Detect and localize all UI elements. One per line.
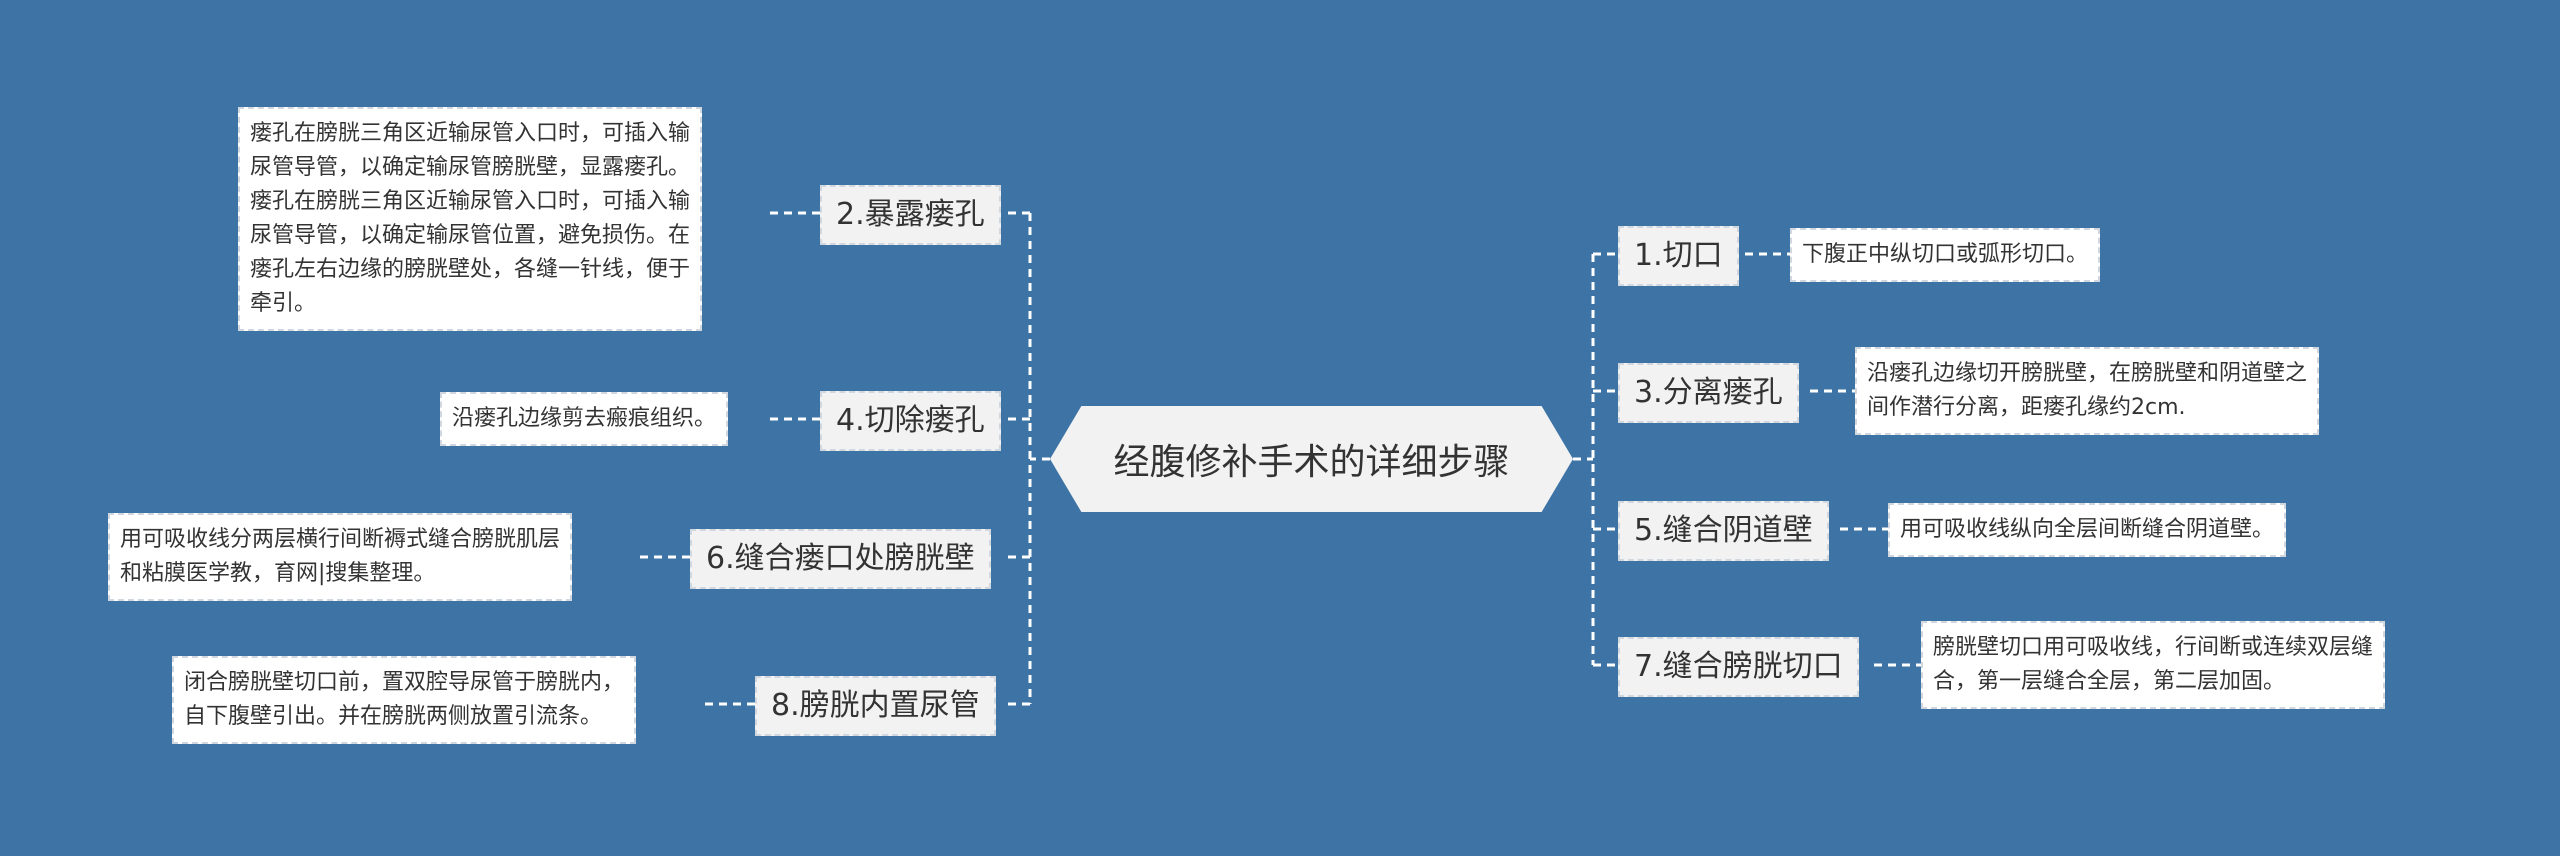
branch-label: 3.分离瘘孔 [1634, 375, 1783, 410]
detail-line: 瘘孔左右边缘的膀胱壁处，各缝一针线，便于 [250, 257, 691, 282]
detail-line: 下腹正中纵切口或弧形切口。 [1802, 242, 2089, 267]
branch-label: 7.缝合膀胱切口 [1634, 649, 1843, 684]
branch-label: 4.切除瘘孔 [836, 403, 985, 438]
branch-label: 2.暴露瘘孔 [836, 197, 985, 232]
detail-line: 尿管导管，以确定输尿管膀胱壁，显露瘘孔。 [250, 155, 691, 180]
branch-node-4[interactable]: 4.切除瘘孔 [820, 391, 1001, 451]
detail-box-1: 下腹正中纵切口或弧形切口。 [1790, 228, 2101, 282]
detail-line: 尿管导管，以确定输尿管位置，避免损伤。在 [250, 223, 691, 248]
branch-node-3[interactable]: 3.分离瘘孔 [1618, 363, 1799, 423]
detail-box-7: 膀胱壁切口用可吸收线，行间断或连续双层缝 合，第一层缝合全层，第二层加固。 [1921, 621, 2386, 709]
detail-line: 瘘孔在膀胱三角区近输尿管入口时，可插入输 [250, 121, 691, 146]
central-topic[interactable]: 经腹修补手术的详细步骤 [1050, 406, 1573, 512]
branch-label: 5.缝合阴道壁 [1634, 513, 1813, 548]
detail-box-6: 用可吸收线分两层横行间断褥式缝合膀胱肌层 和粘膜医学教，育网|搜集整理。 [108, 513, 573, 601]
detail-line: 牵引。 [250, 291, 317, 316]
detail-box-8: 闭合膀胱壁切口前，置双腔导尿管于膀胱内， 自下腹壁引出。并在膀胱两侧放置引流条。 [172, 656, 637, 744]
detail-line: 自下腹壁引出。并在膀胱两侧放置引流条。 [184, 704, 603, 729]
branch-label: 6.缝合瘘口处膀胱壁 [706, 541, 975, 576]
detail-line: 用可吸收线分两层横行间断褥式缝合膀胱肌层 [120, 527, 561, 552]
detail-box-5: 用可吸收线纵向全层间断缝合阴道壁。 [1888, 503, 2287, 557]
central-topic-label: 经腹修补手术的详细步骤 [1113, 442, 1510, 483]
branch-node-2[interactable]: 2.暴露瘘孔 [820, 185, 1001, 245]
branch-label: 8.膀胱内置尿管 [771, 688, 980, 723]
detail-box-4: 沿瘘孔边缘剪去瘢痕组织。 [440, 392, 729, 446]
detail-box-2: 瘘孔在膀胱三角区近输尿管入口时，可插入输 尿管导管，以确定输尿管膀胱壁，显露瘘孔… [238, 107, 703, 331]
detail-line: 和粘膜医学教，育网|搜集整理。 [120, 561, 436, 586]
detail-line: 闭合膀胱壁切口前，置双腔导尿管于膀胱内， [184, 670, 625, 695]
branch-node-7[interactable]: 7.缝合膀胱切口 [1618, 637, 1859, 697]
detail-line: 膀胱壁切口用可吸收线，行间断或连续双层缝 [1933, 635, 2374, 660]
detail-line: 沿瘘孔边缘切开膀胱壁，在膀胱壁和阴道壁之 [1867, 361, 2308, 386]
detail-line: 瘘孔在膀胱三角区近输尿管入口时，可插入输 [250, 189, 691, 214]
branch-label: 1.切口 [1634, 238, 1723, 273]
branch-node-8[interactable]: 8.膀胱内置尿管 [755, 676, 996, 736]
branch-node-5[interactable]: 5.缝合阴道壁 [1618, 501, 1829, 561]
detail-line: 间作潜行分离，距瘘孔缘约2cm. [1867, 395, 2186, 420]
detail-line: 沿瘘孔边缘剪去瘢痕组织。 [452, 406, 717, 431]
detail-box-3: 沿瘘孔边缘切开膀胱壁，在膀胱壁和阴道壁之 间作潜行分离，距瘘孔缘约2cm. [1855, 347, 2320, 435]
detail-line: 合，第一层缝合全层，第二层加固。 [1933, 669, 2286, 694]
branch-node-6[interactable]: 6.缝合瘘口处膀胱壁 [690, 529, 991, 589]
detail-line: 用可吸收线纵向全层间断缝合阴道壁。 [1900, 517, 2275, 542]
branch-node-1[interactable]: 1.切口 [1618, 226, 1739, 286]
